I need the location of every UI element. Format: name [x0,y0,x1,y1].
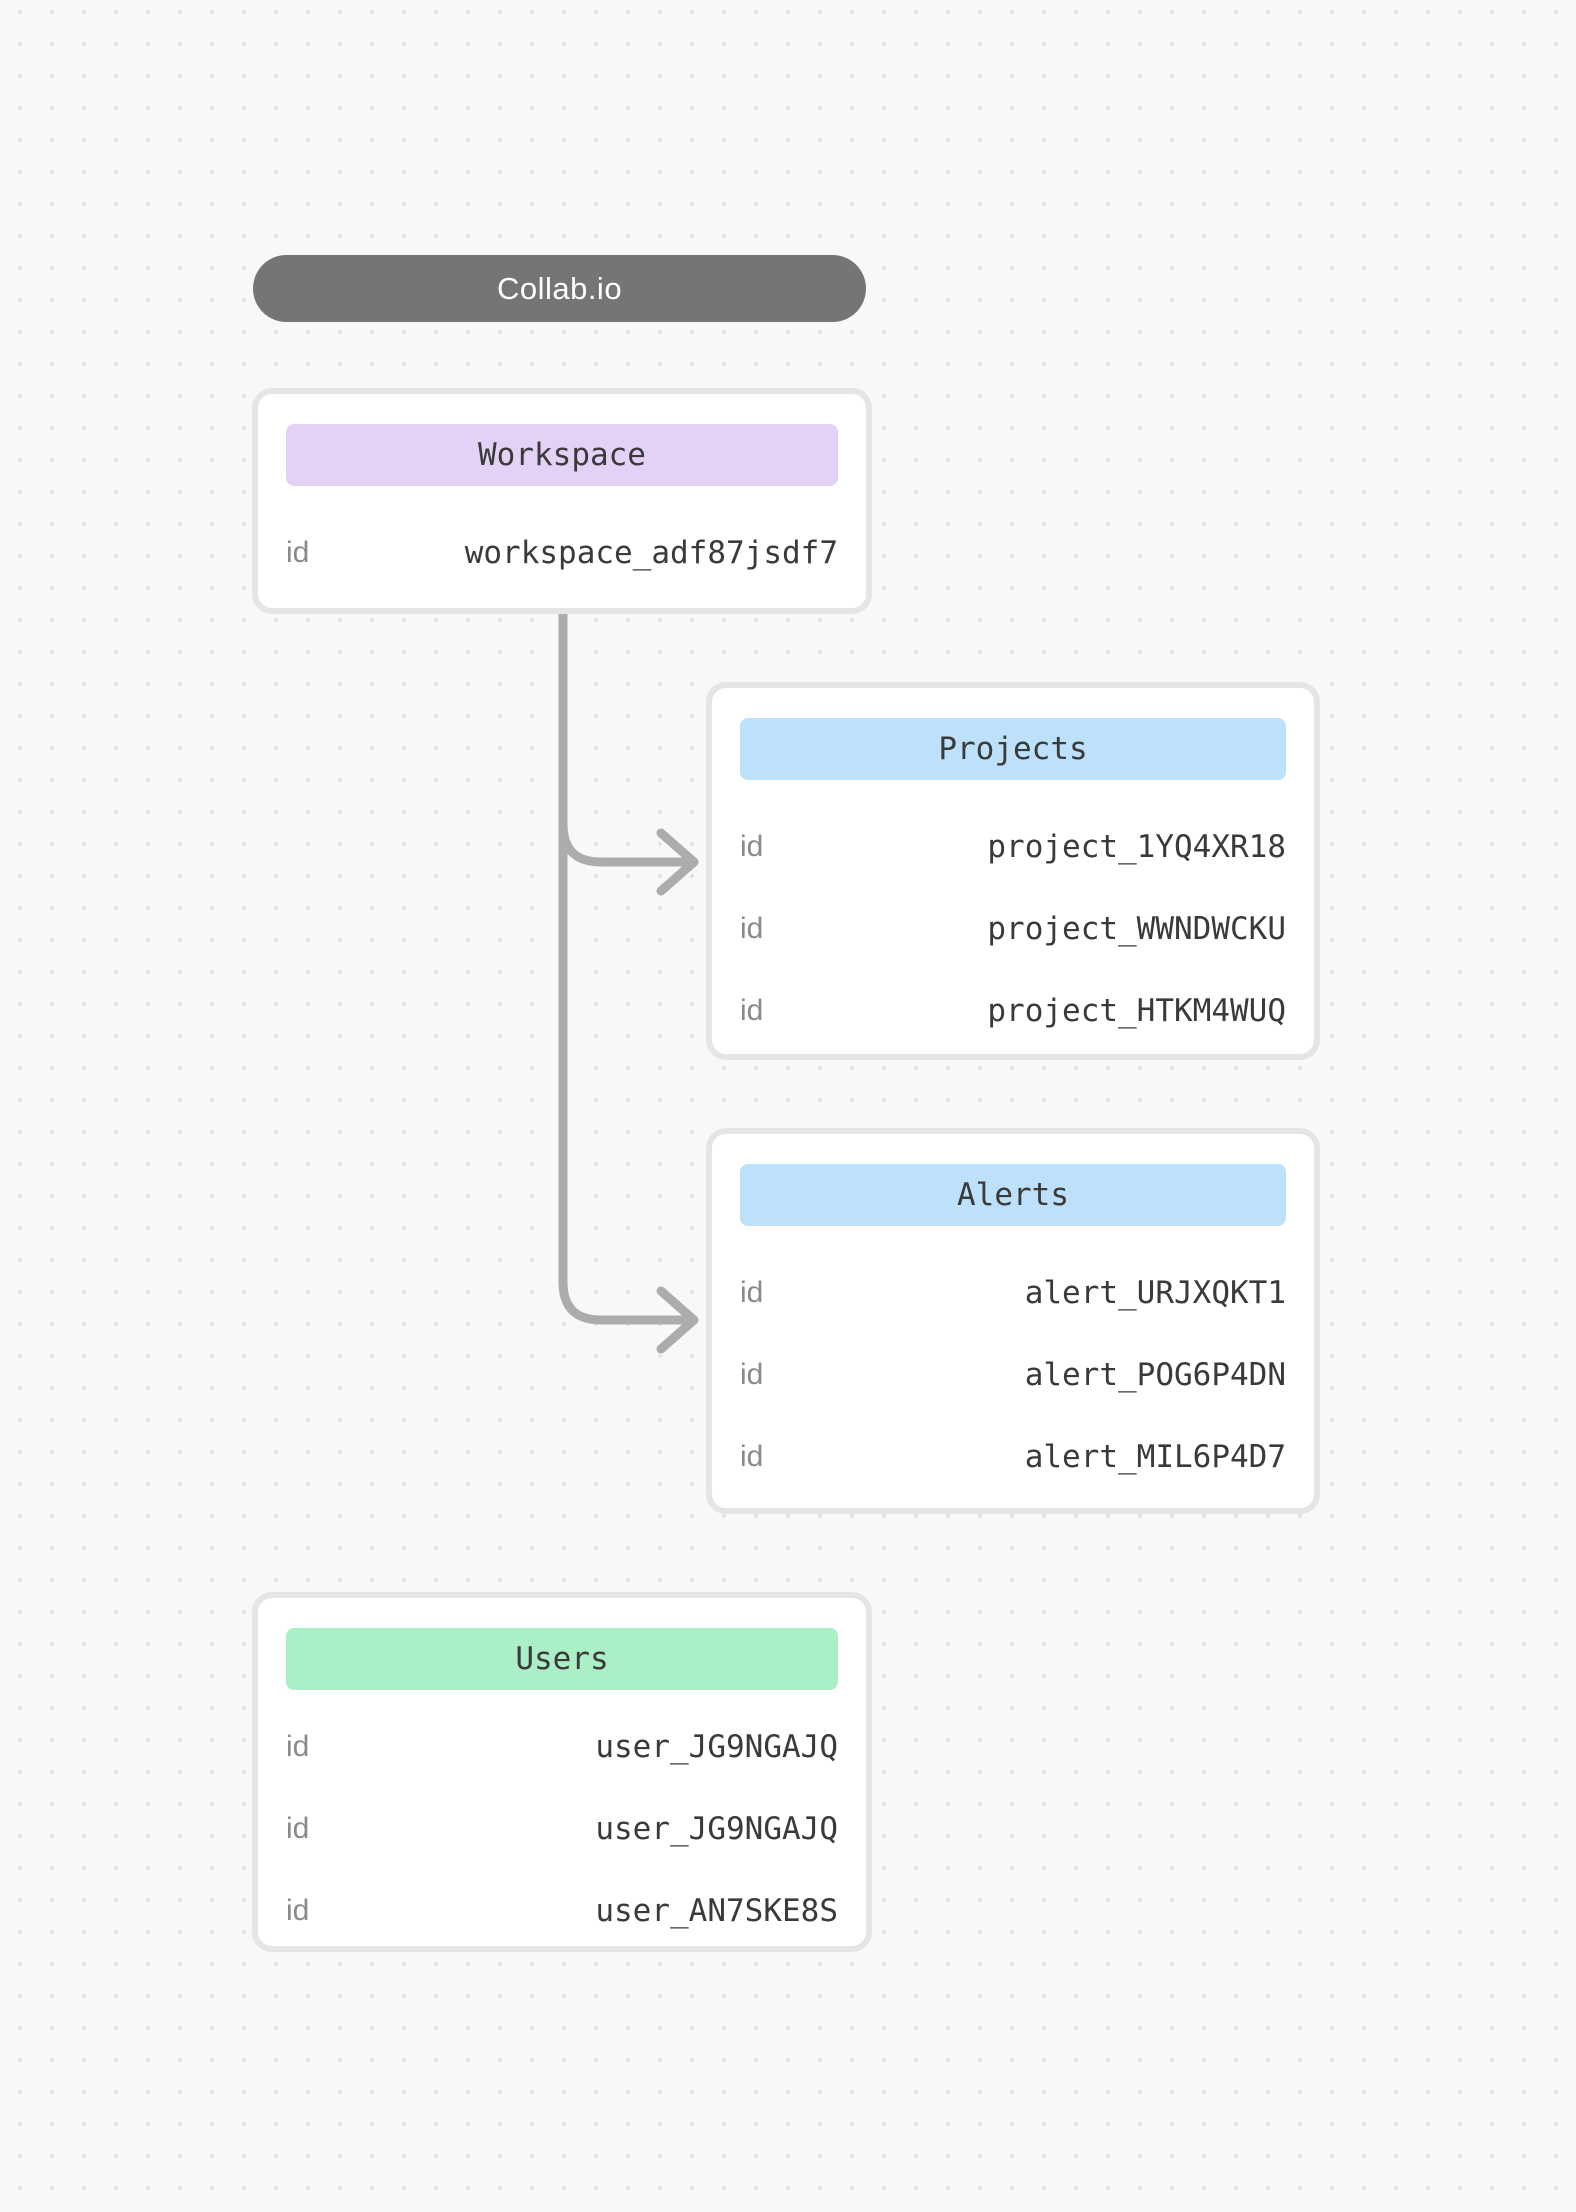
table-row: id workspace_adf87jsdf7 [286,512,838,594]
app-title-pill[interactable]: Collab.io [253,255,866,322]
field-key: id [740,1440,764,1473]
field-key: id [286,1812,310,1845]
table-row: id alert_URJXQKT1 [740,1252,1286,1334]
entity-header-projects: Projects [740,718,1286,780]
field-value: alert_POG6P4DN [1024,1357,1286,1393]
entity-card-projects[interactable]: Projects id project_1YQ4XR18 id project_… [706,682,1320,1060]
entity-header-workspace: Workspace [286,424,838,486]
field-value: alert_MIL6P4D7 [1024,1439,1286,1475]
table-row: id project_HTKM4WUQ [740,970,1286,1052]
field-key: id [740,1358,764,1391]
table-row: id user_JG9NGAJQ [286,1706,838,1788]
field-key: id [740,830,764,863]
table-row: id user_JG9NGAJQ [286,1788,838,1870]
table-row: id project_WWNDWCKU [740,888,1286,970]
field-value: workspace_adf87jsdf7 [464,535,838,571]
field-value: project_WWNDWCKU [987,911,1286,947]
entity-rows: id project_1YQ4XR18 id project_WWNDWCKU … [740,806,1286,1052]
field-value: alert_URJXQKT1 [1024,1275,1286,1311]
entity-rows: id user_JG9NGAJQ id user_JG9NGAJQ id use… [286,1706,838,1952]
field-key: id [286,1730,310,1763]
entity-card-workspace[interactable]: Workspace id workspace_adf87jsdf7 [252,388,872,614]
field-key: id [286,1894,310,1927]
field-key: id [740,994,764,1027]
arrowhead-alerts [656,1286,699,1354]
field-value: user_JG9NGAJQ [595,1811,838,1847]
table-row: id alert_POG6P4DN [740,1334,1286,1416]
field-value: project_1YQ4XR18 [987,829,1286,865]
entity-rows: id workspace_adf87jsdf7 [286,512,838,594]
field-value: user_AN7SKE8S [595,1893,838,1929]
field-key: id [740,1276,764,1309]
arrowhead-projects [656,828,699,896]
connector-workspace-projects [558,609,695,867]
entity-header-alerts: Alerts [740,1164,1286,1226]
table-row: id alert_MIL6P4D7 [740,1416,1286,1498]
field-value: project_HTKM4WUQ [987,993,1286,1029]
table-row: id project_1YQ4XR18 [740,806,1286,888]
entity-rows: id alert_URJXQKT1 id alert_POG6P4DN id a… [740,1252,1286,1498]
entity-card-users[interactable]: Users id user_JG9NGAJQ id user_JG9NGAJQ … [252,1592,872,1952]
field-key: id [740,912,764,945]
entity-card-alerts[interactable]: Alerts id alert_URJXQKT1 id alert_POG6P4… [706,1128,1320,1514]
app-title: Collab.io [496,270,623,306]
field-value: user_JG9NGAJQ [595,1729,838,1765]
table-row: id user_AN7SKE8S [286,1870,838,1952]
connector-workspace-alerts [558,609,695,1325]
entity-header-users: Users [286,1628,838,1690]
field-key: id [286,536,310,569]
